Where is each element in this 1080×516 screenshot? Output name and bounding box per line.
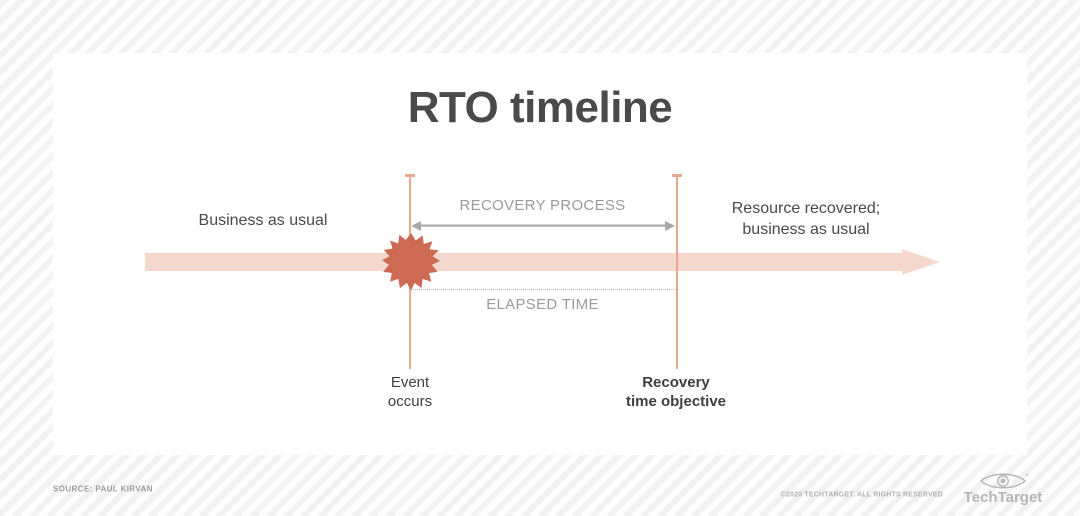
recovery-time-objective-label: Recovery time objective [616, 373, 736, 411]
page-title: RTO timeline [407, 83, 673, 132]
resource-recovered-label: Resource recovered; business as usual [686, 198, 926, 240]
business-as-usual-label: Business as usual [198, 212, 328, 229]
elapsed-time-label: ELAPSED TIME [486, 296, 599, 313]
resource-recovered-line-2: business as usual [742, 221, 870, 238]
event-starburst-icon [382, 233, 440, 291]
copyright-notice: ©2020 TECHTARGET. ALL RIGHTS RESERVED [780, 491, 943, 499]
elapsed-time-line [410, 289, 676, 291]
rto-vertical-line [676, 174, 678, 369]
event-occurs-line-2: occurs [387, 393, 433, 410]
rto-timeline-diagram: Business as usual Resource recovered; bu… [53, 53, 1027, 455]
timeline-arrow [145, 249, 940, 275]
eye-icon [979, 473, 1027, 489]
source-credit: SOURCE: PAUL KIRVAN [53, 484, 153, 494]
event-occurs-line-1: Event [390, 374, 430, 391]
event-occurs-label: Event occurs [350, 373, 470, 411]
techtarget-wordmark: TechTarget [964, 489, 1043, 506]
rto-line-1: Recovery [642, 374, 710, 391]
recovery-process-arrow [411, 219, 675, 231]
techtarget-logo: TechTarget [953, 470, 1053, 506]
resource-recovered-line-1: Resource recovered; [731, 200, 881, 217]
recovery-process-label: RECOVERY PROCESS [459, 197, 626, 214]
slide-card: RTO timeline Business as usual Resource … [53, 53, 1027, 455]
rto-line-2: time objective [625, 393, 727, 410]
